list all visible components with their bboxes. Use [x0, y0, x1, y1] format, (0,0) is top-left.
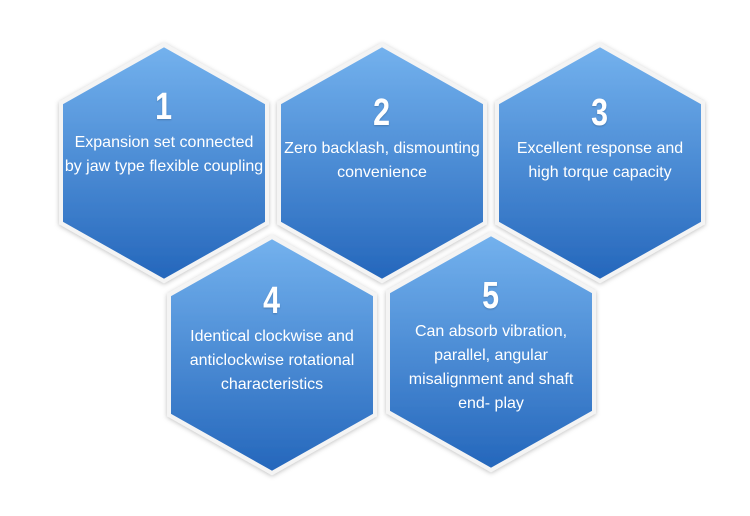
feature-hexagon-5: 5 Can absorb vibration, parallel, angula…	[386, 231, 596, 473]
feature-hexagon-2: 2 Zero backlash, dismounting convenience	[277, 42, 487, 284]
feature-number: 3	[591, 92, 609, 134]
feature-hexagon-1: 1 Expansion set connected by jaw type fl…	[59, 42, 269, 284]
feature-text: Excellent response and high torque capac…	[516, 140, 684, 181]
hexagon-shape	[167, 234, 377, 476]
feature-hexagon-3: 3 Excellent response and high torque cap…	[495, 42, 705, 284]
hexagon-shape	[386, 231, 596, 473]
feature-hexagon-4: 4 Identical clockwise and anticlockwise …	[167, 234, 377, 476]
feature-text: Expansion set connected by jaw type flex…	[64, 134, 264, 175]
feature-text: Identical clockwise and anticlockwise ro…	[189, 328, 355, 393]
feature-number: 2	[373, 92, 391, 134]
feature-number: 4	[263, 280, 281, 322]
hexagon-shape	[495, 42, 705, 284]
feature-number: 5	[482, 275, 500, 317]
feature-text: Zero backlash, dismounting convenience	[284, 140, 480, 181]
hexagon-shape	[277, 42, 487, 284]
feature-number: 1	[155, 86, 173, 128]
feature-text: Can absorb vibration, parallel, angular …	[408, 323, 574, 412]
hexagon-shape	[59, 42, 269, 284]
